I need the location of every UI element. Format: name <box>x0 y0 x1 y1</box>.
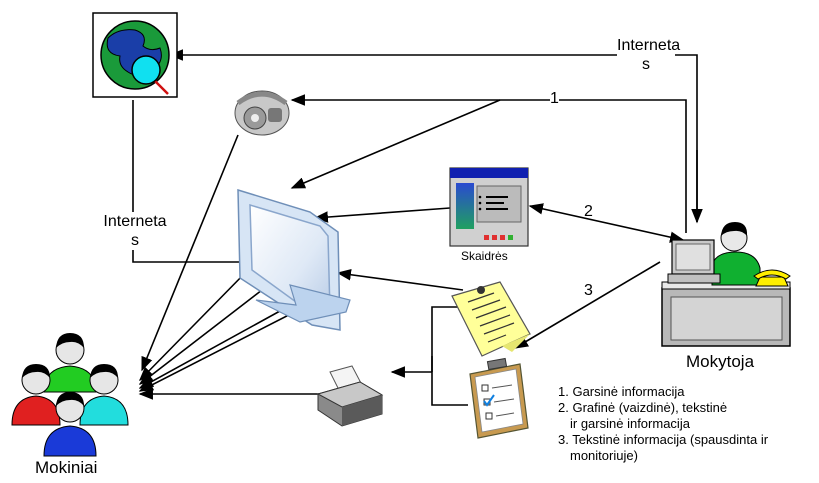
cd-player-icon <box>234 90 290 136</box>
arrow-3-label: 3 <box>584 282 593 299</box>
clipboard-checklist-icon <box>469 357 529 439</box>
slides-window-icon <box>449 167 529 247</box>
arrow-cd-to-students <box>141 134 239 372</box>
connection-lines <box>132 49 703 406</box>
internet-link-left <box>132 100 240 263</box>
internet-label-top-line2: s <box>642 56 650 73</box>
printer-icon <box>316 365 384 427</box>
sticky-note-icon <box>451 281 531 357</box>
internet-label-left-line1: Interneta <box>103 213 167 230</box>
legend-item-3-cont: monitoriuje) <box>570 448 638 463</box>
arrow-monitor-to-students-c <box>138 299 301 389</box>
legend-item-2: 2. Grafinė (vaizdinė), tekstinė <box>558 400 768 416</box>
legend-item-3-text: Tekstinė informacija (spausdinta ir <box>572 432 769 447</box>
teacher-label: Mokytoja <box>686 352 755 371</box>
arrow-1-audio <box>290 94 687 233</box>
legend-item-3: 3. Tekstinė informacija (spausdinta ir <box>558 432 768 448</box>
legend-item-2-text: Grafinė (vaizdinė), tekstinė <box>572 400 728 415</box>
legend-item-2-num: 2. <box>558 400 569 415</box>
legend-item-2-cont: ir garsinė informacija <box>570 416 690 431</box>
internet-label-top: Interneta s <box>617 36 681 74</box>
teacher-computer-icon <box>661 222 791 347</box>
internet-label-top-line1: Interneta <box>617 37 681 54</box>
legend-item-1-num: 1. <box>558 384 569 399</box>
slides-label: Skaidrės <box>461 249 508 263</box>
internet-label-left-line2: s <box>131 232 139 249</box>
arrow-slides-to-monitor <box>313 207 451 223</box>
bracket-note-clipboard <box>431 306 468 406</box>
arrow-1-label: 1 <box>550 90 559 108</box>
arrow-monitor-to-students-b <box>138 289 263 385</box>
students-group-icon <box>11 333 129 457</box>
arrow-3-text <box>513 261 661 349</box>
globe-search-icon <box>92 12 178 98</box>
students-label: Mokiniai <box>35 458 98 477</box>
arrow-2-slides <box>528 203 685 243</box>
legend-item-1: 1. Garsinė informacija <box>558 384 768 400</box>
arrow-cd-to-monitor <box>290 99 501 189</box>
arrow-notes-to-monitor <box>336 269 464 291</box>
monitor-icon <box>237 188 351 331</box>
legend-item-1-text: Garsinė informacija <box>572 384 685 399</box>
telephone-icon <box>753 269 791 287</box>
legend-item-3-num: 3. <box>558 432 569 447</box>
arrow-2-label: 2 <box>584 203 593 220</box>
internet-label-left: Interneta s <box>95 212 175 250</box>
legend: 1. Garsinė informacija 2. Grafinė (vaizd… <box>558 384 768 464</box>
arrow-monitor-to-students-a <box>138 269 249 382</box>
